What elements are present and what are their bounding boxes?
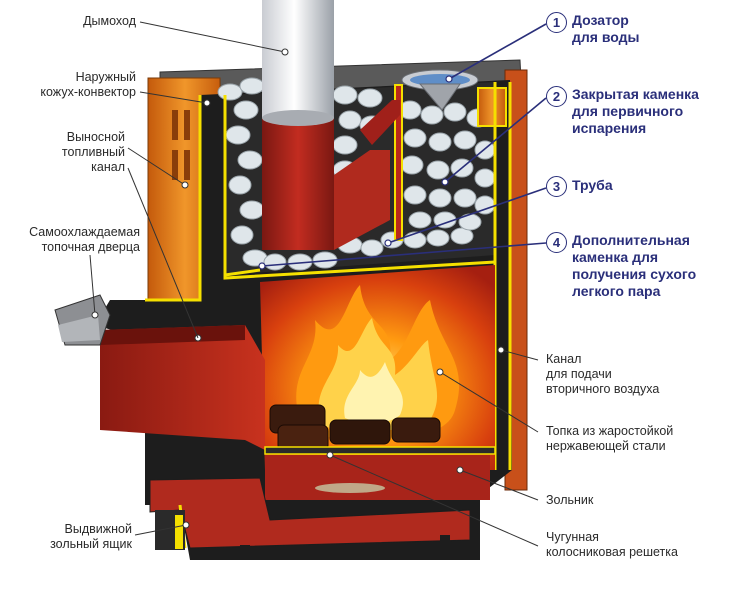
label-fuel-channel: Выносной топливный канал — [61, 130, 125, 174]
leader-lines — [89, 21, 539, 547]
label-firebox: Топка из жаростойкой нержавеющей стали — [546, 424, 674, 453]
closed-heater-wall — [394, 84, 403, 241]
label-ashpit: Зольник — [546, 493, 594, 507]
numbered-leaders — [261, 23, 547, 267]
label-chimney: Дымоход — [83, 14, 136, 28]
inner-flue-vertical — [262, 110, 334, 250]
label-closed-heater: Закрытая каменка для первичного испарени… — [572, 86, 699, 136]
badge-2: 2 — [546, 86, 567, 107]
fuel-channel — [100, 325, 265, 450]
label-secondary-air-channel: Канал для подачи вторичного воздуха — [546, 352, 660, 396]
flames — [296, 285, 460, 438]
badge-4: 4 — [546, 232, 567, 253]
label-fire-door: Самоохлаждаемая топочная дверца — [29, 225, 140, 254]
ash-pit — [265, 455, 490, 500]
label-convector-casing: Наружный кожух-конвектор — [40, 70, 136, 99]
badge-1: 1 — [546, 12, 567, 33]
chimney-pipe — [262, 0, 334, 118]
firewood — [269, 404, 441, 452]
upper-right-box — [477, 87, 507, 127]
label-pipe: Труба — [572, 177, 613, 193]
cast-iron-grate — [264, 446, 496, 455]
label-water-dispenser: Дозатор для воды — [572, 12, 640, 45]
label-additional-heater: Дополнительная каменка для получения сух… — [572, 232, 697, 299]
label-grate: Чугунная колосниковая решетка — [546, 530, 678, 559]
badge-3: 3 — [546, 176, 567, 197]
label-ash-drawer: Выдвижной зольный ящик — [50, 522, 132, 551]
inner-flue-elbow — [334, 150, 390, 250]
